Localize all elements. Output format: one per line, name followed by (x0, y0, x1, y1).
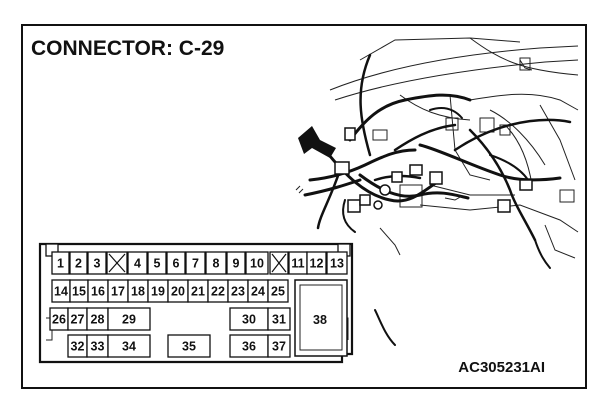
pin-4-cell (127, 251, 148, 275)
pin-5: 5 (154, 257, 161, 271)
pin-3: 3 (94, 257, 101, 271)
pin-10-cell (245, 251, 269, 275)
pin-12-cell (306, 251, 327, 275)
pin-17: 17 (111, 285, 125, 299)
pin-7: 7 (192, 257, 199, 271)
pin-29-cell (107, 307, 151, 331)
pin-34: 34 (122, 340, 136, 354)
pin-27: 27 (71, 313, 85, 327)
pin-9-cell (226, 251, 246, 275)
pin-8-cell (205, 251, 227, 275)
pin-2: 2 (75, 257, 82, 271)
pin-11: 11 (291, 257, 304, 271)
dashboard-illustration (295, 37, 579, 346)
pin-7-cell (185, 251, 206, 275)
pin-23: 23 (231, 285, 245, 299)
pin-19: 19 (151, 285, 165, 299)
pin-5-cell (147, 251, 167, 275)
pin-18: 18 (131, 285, 145, 299)
figure-reference-code: AC305231AI (458, 359, 545, 376)
pin-10: 10 (250, 257, 264, 271)
pin-31-cell (267, 307, 291, 331)
pin-9: 9 (233, 257, 240, 271)
pin-13: 13 (330, 257, 344, 271)
pin-6: 6 (173, 257, 180, 271)
pin-35-cell (167, 334, 211, 358)
pin-36: 36 (242, 340, 256, 354)
pin-28: 28 (91, 313, 105, 327)
pin-21: 21 (191, 285, 205, 299)
pin-15: 15 (72, 285, 86, 299)
blank-pin-cross (108, 253, 126, 273)
pin-34-cell (107, 334, 151, 358)
pin-8: 8 (213, 257, 220, 271)
pin-37-cell (267, 334, 291, 358)
pin-33: 33 (91, 340, 105, 354)
pin-1: 1 (57, 257, 64, 271)
pin-16: 16 (91, 285, 105, 299)
pin-38-housing (294, 279, 348, 357)
pin-26: 26 (52, 313, 66, 327)
pin-29: 29 (122, 313, 136, 327)
pin-2-cell (69, 251, 88, 275)
pin-3-cell (87, 251, 107, 275)
pointer-arrow (298, 126, 336, 158)
pin-14: 14 (54, 285, 68, 299)
pin-31: 31 (272, 313, 286, 327)
pin-22: 22 (211, 285, 225, 299)
pin-6-cell (166, 251, 186, 275)
pin-24: 24 (251, 285, 265, 299)
pin-32: 32 (71, 340, 85, 354)
blank-pin-cross (271, 253, 287, 273)
pin-35: 35 (182, 340, 196, 354)
pin-30: 30 (242, 313, 256, 327)
connector-title: CONNECTOR: C-29 (31, 37, 224, 60)
pin-20: 20 (171, 285, 185, 299)
pin-37: 37 (272, 340, 286, 354)
pin-25: 25 (271, 285, 285, 299)
pin-1-cell (51, 251, 70, 275)
pin-13-cell (326, 251, 348, 275)
pin-12: 12 (310, 257, 324, 271)
pin-4: 4 (134, 257, 141, 271)
pin-38: 38 (313, 313, 327, 327)
pin-25-cell (267, 279, 289, 303)
